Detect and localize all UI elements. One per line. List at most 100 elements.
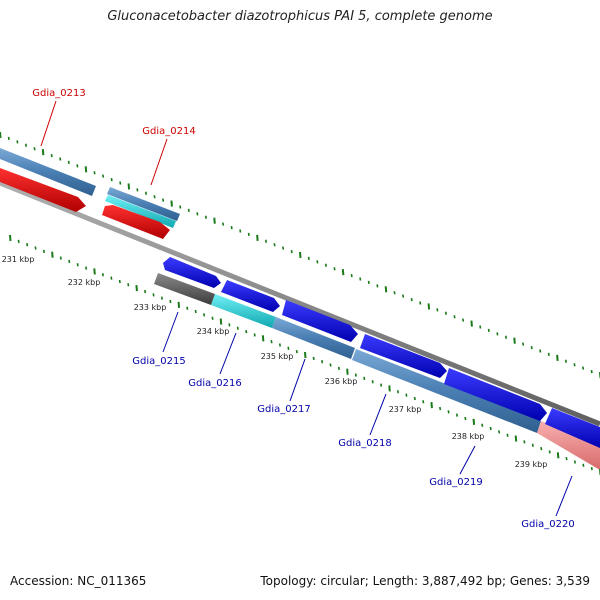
lower-tick: [211, 316, 214, 320]
upper-tick: [127, 183, 131, 190]
pink-segment-0220: [537, 421, 600, 470]
lower-tick: [144, 289, 147, 294]
cds-arrow-0215: [163, 257, 221, 288]
gene-label[interactable]: Gdia_0220: [521, 519, 574, 530]
dark-segment-0215: [154, 273, 215, 305]
lower-tick: [388, 385, 391, 392]
lower-tick: [203, 313, 206, 317]
lower-tick: [101, 273, 105, 277]
lower-tick: [68, 259, 71, 264]
gene-leader-line: [369, 393, 387, 436]
lower-tick: [236, 326, 239, 330]
upper-tick: [187, 208, 190, 213]
upper-tick: [239, 229, 242, 233]
lower-tick: [278, 343, 282, 347]
gene-label[interactable]: Gdia_0217: [257, 404, 310, 415]
cds-arrow-0217: [282, 300, 358, 342]
lower-tick: [380, 383, 383, 387]
upper-tick: [341, 269, 345, 276]
upper-tick: [522, 342, 525, 346]
upper-tick: [299, 251, 302, 259]
upper-tick: [504, 335, 508, 339]
kbp-label: 231 kbp: [2, 255, 35, 264]
lower-tick: [455, 413, 459, 417]
gene-leader-line: [150, 138, 168, 186]
lower-tick: [228, 323, 231, 327]
lower-tick: [481, 423, 484, 427]
upper-tick: [462, 318, 465, 322]
lower-tick: [152, 293, 155, 297]
lower-tick: [219, 318, 223, 325]
upper-tick: [324, 263, 328, 267]
lower-tick: [346, 368, 349, 375]
lower-tick: [59, 256, 62, 260]
upper-tick: [7, 136, 10, 141]
lower-tick: [287, 346, 290, 350]
upper-tick: [196, 212, 199, 216]
lower-tick: [363, 376, 366, 381]
gene-label[interactable]: Gdia_0219: [429, 477, 482, 488]
lower-tick: [42, 249, 46, 254]
upper-tick: [316, 260, 319, 264]
lower-tick: [354, 373, 357, 377]
map-title: Gluconacetobacter diazotrophicus PAI 5, …: [107, 9, 493, 24]
cds-arrow-0218: [360, 334, 447, 378]
upper-tick: [487, 328, 490, 333]
gene-leader-line: [459, 445, 476, 475]
lower-tick: [261, 335, 265, 342]
lower-tick: [245, 329, 248, 334]
upper-tick: [59, 157, 62, 161]
upper-tick: [33, 147, 36, 151]
upper-tick: [144, 191, 148, 195]
gene-label[interactable]: Gdia_0218: [338, 438, 391, 449]
lower-tick: [160, 296, 164, 300]
lower-tick: [9, 234, 12, 242]
upper-tick: [556, 354, 559, 361]
lower-tick: [413, 396, 416, 401]
upper-tick: [222, 222, 225, 226]
upper-tick: [402, 294, 405, 298]
upper-tick: [479, 325, 482, 329]
lower-tick: [110, 276, 113, 280]
gene-label[interactable]: Gdia_0215: [132, 356, 185, 367]
upper-tick: [496, 332, 499, 336]
upper-tick: [162, 198, 165, 202]
upper-tick: [102, 174, 105, 178]
upper-tick: [376, 284, 379, 288]
gene-labels: Gdia_0213Gdia_0214Gdia_0215Gdia_0216Gdia…: [32, 88, 574, 530]
kbp-label: 234 kbp: [197, 327, 230, 336]
upper-tick: [444, 311, 448, 315]
gene-bar-0218-0219: [352, 349, 541, 433]
upper-tick: [204, 215, 208, 219]
lower-tick: [253, 333, 256, 337]
gene-leader-line: [162, 311, 179, 353]
kbp-label: 235 kbp: [261, 352, 294, 361]
upper-tick: [590, 369, 593, 374]
upper-tick: [119, 181, 122, 185]
gene-leader-line: [40, 100, 57, 147]
gene-label[interactable]: Gdia_0216: [188, 378, 241, 389]
upper-tick: [384, 286, 388, 293]
upper-tick: [41, 149, 45, 156]
gene-label[interactable]: Gdia_0214: [142, 126, 195, 137]
upper-tick: [410, 297, 413, 302]
cyan-segment-0214: [105, 195, 176, 228]
upper-tick: [453, 315, 456, 319]
upper-tick: [247, 232, 250, 237]
upper-tick: [264, 239, 268, 243]
upper-tick: [350, 273, 353, 278]
gene-label[interactable]: Gdia_0213: [32, 88, 85, 99]
cyan-segment-0216: [211, 294, 276, 328]
lower-tick: [464, 416, 467, 421]
lower-tick: [186, 306, 189, 310]
upper-tick: [333, 267, 336, 271]
lower-tick: [422, 400, 425, 404]
cds-arrow-0214: [102, 205, 170, 239]
kbp-label: 232 kbp: [68, 278, 101, 287]
upper-tick: [213, 217, 216, 224]
kbp-label: 239 kbp: [515, 460, 548, 469]
tick-marks: [0, 131, 600, 476]
upper-tick: [136, 188, 139, 192]
lower-tick: [85, 266, 88, 270]
